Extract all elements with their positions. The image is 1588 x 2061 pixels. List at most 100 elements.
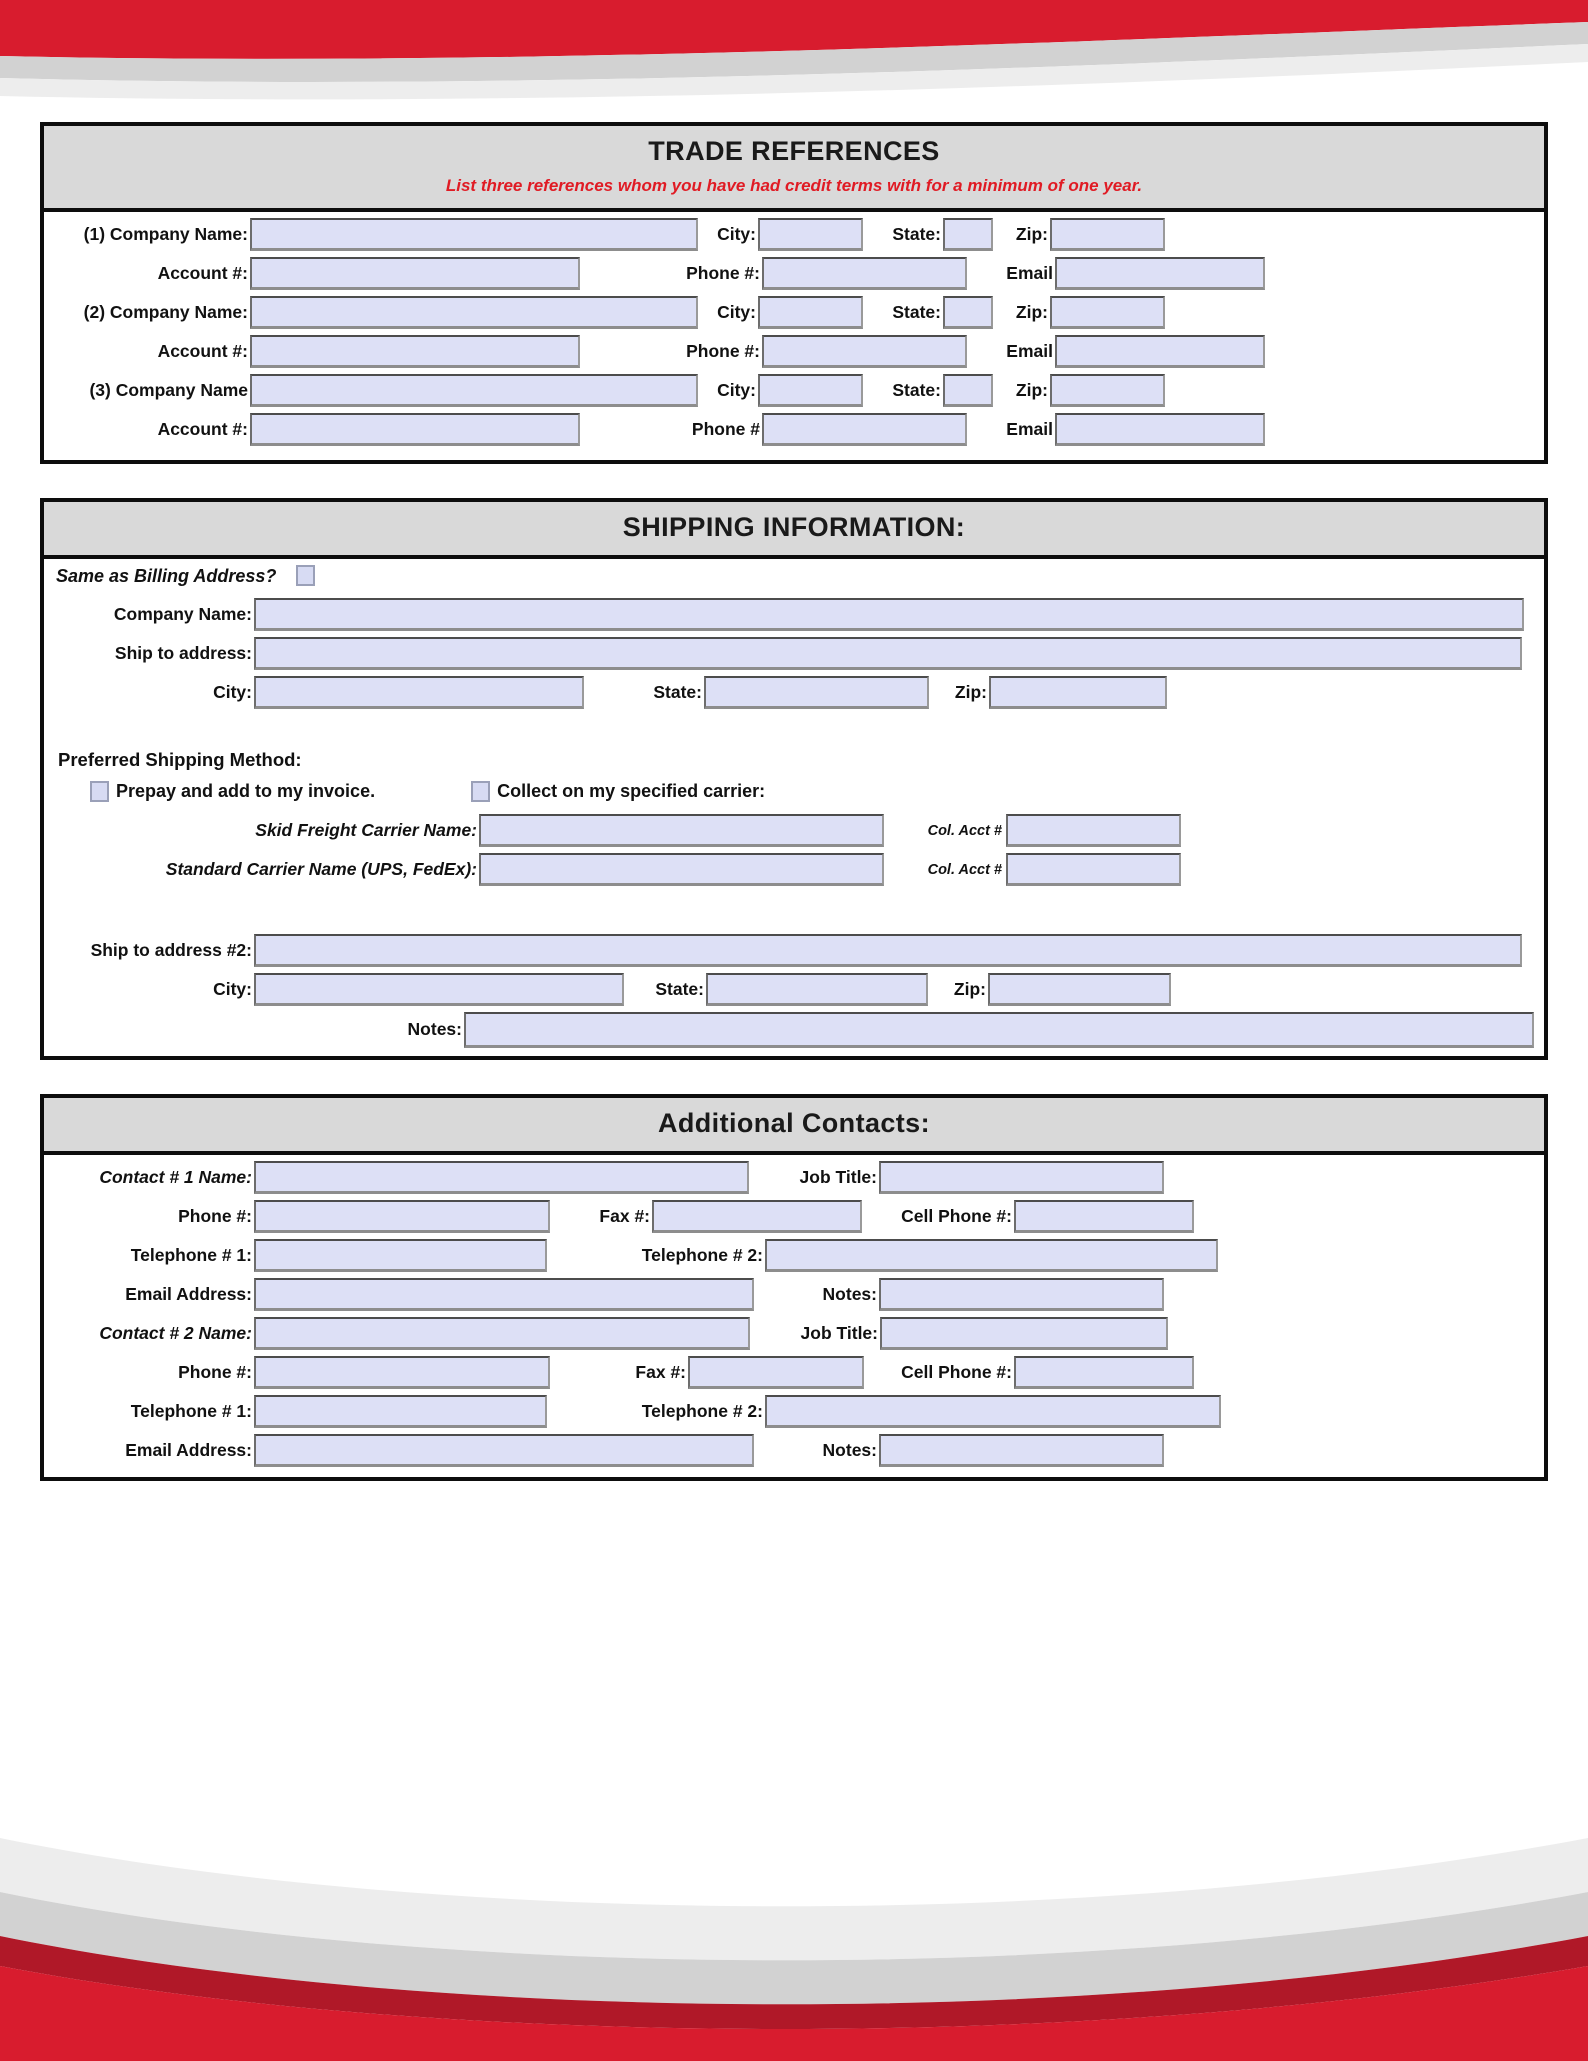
collect-checkbox[interactable] — [471, 781, 491, 803]
state-label-2: State: — [892, 301, 941, 322]
email-label-3: Email — [1006, 418, 1053, 439]
contact2-notes-input[interactable] — [879, 1434, 1164, 1468]
email-label-2: Email — [1006, 340, 1053, 361]
phone-label-3: Phone # — [691, 418, 760, 439]
trade-reference-row-account-1: Account #: Phone #: Email — [54, 257, 1534, 291]
prepay-label: Prepay and add to my invoice. — [116, 781, 376, 802]
contact2-tel2-label: Telephone # 2: — [641, 1400, 763, 1421]
state-input-3[interactable] — [943, 374, 993, 408]
company-name-label-3: (3) Company Name — [89, 379, 248, 400]
shipping-address-input[interactable] — [254, 637, 1522, 671]
company-name-label-1: (1) Company Name: — [83, 223, 248, 244]
additional-contacts-body: Contact # 1 Name: Job Title: Phone #: Fa… — [44, 1155, 1544, 1477]
contact2-tel2-input[interactable] — [765, 1395, 1221, 1429]
account-input-3[interactable] — [250, 413, 580, 447]
trade-reference-row-company-3: (3) Company Name City: State: Zip: — [54, 374, 1534, 408]
company-name-input-2[interactable] — [250, 296, 698, 330]
skid-freight-input[interactable] — [479, 814, 884, 848]
trade-reference-row-account-3: Account #: Phone # Email — [54, 413, 1534, 447]
phone-input-3[interactable] — [762, 413, 967, 447]
zip-label-2: Zip: — [1015, 301, 1048, 322]
contact2-name-row: Contact # 2 Name: Job Title: — [54, 1317, 1534, 1351]
zip-input-2[interactable] — [1050, 296, 1165, 330]
city-label-3: City: — [717, 379, 756, 400]
contact1-tel2-input[interactable] — [765, 1239, 1218, 1273]
contact2-fax-input[interactable] — [688, 1356, 864, 1390]
contact1-email-input[interactable] — [254, 1278, 754, 1312]
same-as-billing-checkbox[interactable] — [296, 565, 316, 587]
company-name-input-3[interactable] — [250, 374, 698, 408]
company-name-input-1[interactable] — [250, 218, 698, 252]
contact1-tel1-input[interactable] — [254, 1239, 547, 1273]
zip-label-3: Zip: — [1015, 379, 1048, 400]
shipping-zip-input[interactable] — [989, 676, 1167, 710]
account-input-2[interactable] — [250, 335, 580, 369]
contact1-phone-row: Phone #: Fax #: Cell Phone #: — [54, 1200, 1534, 1234]
phone-input-2[interactable] — [762, 335, 967, 369]
contact2-telephone-row: Telephone # 1: Telephone # 2: — [54, 1395, 1534, 1429]
shipping-state-input[interactable] — [704, 676, 929, 710]
email-input-1[interactable] — [1055, 257, 1265, 291]
phone-label-1: Phone #: — [686, 262, 760, 283]
zip-input-1[interactable] — [1050, 218, 1165, 252]
shipping2-zip-input[interactable] — [988, 973, 1171, 1007]
contact1-cell-input[interactable] — [1014, 1200, 1194, 1234]
shipping-city-input[interactable] — [254, 676, 584, 710]
contact1-job-title-input[interactable] — [879, 1161, 1164, 1195]
contact1-fax-input[interactable] — [652, 1200, 862, 1234]
contact2-cell-label: Cell Phone #: — [901, 1361, 1012, 1382]
contact2-cell-input[interactable] — [1014, 1356, 1194, 1390]
trade-reference-row-company-1: (1) Company Name: City: State: Zip: — [54, 218, 1534, 252]
email-label-1: Email — [1006, 262, 1053, 283]
contact1-notes-input[interactable] — [879, 1278, 1164, 1312]
contact1-phone-input[interactable] — [254, 1200, 550, 1234]
standard-acct-input[interactable] — [1006, 853, 1181, 887]
state-label-1: State: — [892, 223, 941, 244]
state-input-2[interactable] — [943, 296, 993, 330]
standard-carrier-label: Standard Carrier Name (UPS, FedEx): — [165, 858, 477, 879]
additional-contacts-header: Additional Contacts: — [44, 1098, 1544, 1156]
contact2-job-title-input[interactable] — [880, 1317, 1168, 1351]
city-input-2[interactable] — [758, 296, 863, 330]
contact2-phone-input[interactable] — [254, 1356, 550, 1390]
city-label-2: City: — [717, 301, 756, 322]
contact2-email-input[interactable] — [254, 1434, 754, 1468]
ship-to-address2-input[interactable] — [254, 934, 1522, 968]
ship-to-address2-row: Ship to address #2: — [54, 934, 1534, 968]
additional-contacts-title: Additional Contacts: — [658, 1108, 930, 1139]
shipping2-city-input[interactable] — [254, 973, 624, 1007]
zip-input-3[interactable] — [1050, 374, 1165, 408]
shipping-notes-input[interactable] — [464, 1012, 1534, 1049]
trade-references-note: List three references whom you have had … — [445, 176, 1143, 196]
zip-label-1: Zip: — [1015, 223, 1048, 244]
shipping-state-label: State: — [653, 681, 702, 702]
standard-carrier-row: Standard Carrier Name (UPS, FedEx): Col.… — [54, 853, 1534, 887]
city-input-1[interactable] — [758, 218, 863, 252]
trade-reference-row-company-2: (2) Company Name: City: State: Zip: — [54, 296, 1534, 330]
contact1-notes-label: Notes: — [822, 1283, 877, 1304]
city-input-3[interactable] — [758, 374, 863, 408]
contact1-name-row: Contact # 1 Name: Job Title: — [54, 1161, 1534, 1195]
skid-acct-input[interactable] — [1006, 814, 1181, 848]
prepay-checkbox[interactable] — [90, 781, 109, 803]
contact2-job-title-label: Job Title: — [800, 1322, 878, 1343]
ship-to-address2-label: Ship to address #2: — [90, 939, 252, 960]
email-input-2[interactable] — [1055, 335, 1265, 369]
contact2-tel1-input[interactable] — [254, 1395, 547, 1429]
contact2-fax-label: Fax #: — [635, 1361, 686, 1382]
state-input-1[interactable] — [943, 218, 993, 252]
collect-label: Collect on my specified carrier: — [497, 781, 766, 802]
contact1-name-input[interactable] — [254, 1161, 749, 1195]
shipping-company-name-input[interactable] — [254, 598, 1524, 632]
email-input-3[interactable] — [1055, 413, 1265, 447]
standard-carrier-input[interactable] — [479, 853, 884, 887]
bottom-decorative-banner — [0, 1816, 1588, 2061]
shipping-notes-label: Notes: — [407, 1019, 462, 1040]
shipping2-state-input[interactable] — [706, 973, 928, 1007]
account-input-1[interactable] — [250, 257, 580, 291]
contact2-name-input[interactable] — [254, 1317, 750, 1351]
shipping-information-title: SHIPPING INFORMATION: — [622, 512, 966, 543]
contact2-notes-label: Notes: — [822, 1439, 877, 1460]
phone-input-1[interactable] — [762, 257, 967, 291]
shipping2-state-label: State: — [655, 978, 704, 999]
